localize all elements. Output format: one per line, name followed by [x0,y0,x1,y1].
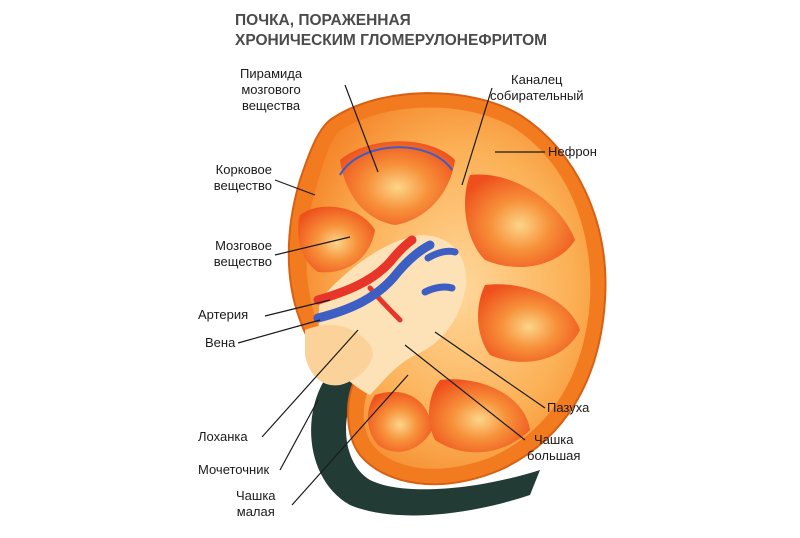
label-collecting-duct: Каналец собирательный [490,72,584,104]
vein-vessel [313,240,435,323]
label-minor-calyx-line1: Чашка [236,488,276,503]
leader-major-calyx [404,344,526,441]
leader-collecting-duct [461,87,493,186]
label-medulla: Мозговое вещество [196,238,272,270]
label-nephron: Нефрон [548,144,597,159]
diagram-title-line2: ХРОНИЧЕСКИМ ГЛОМЕРУЛОНЕФРИТОМ [235,32,548,49]
label-pelvis: Лоханка [198,429,248,444]
leader-vein [237,319,321,344]
leader-ureter [279,399,319,471]
leader-cortex [274,179,316,196]
leader-artery [264,299,331,317]
label-cortex-line2: вещество [213,178,272,193]
leader-pelvis [261,329,359,438]
pyramid-right-mid [478,284,580,362]
pyramid-lower [428,379,530,453]
leader-medulla [274,236,351,256]
label-cortex: Корковое вещество [196,162,272,194]
diagram-title-line1: ПОЧКА, ПОРАЖЕННАЯ [235,12,411,29]
label-medulla-line2: вещество [213,254,272,269]
label-collecting-duct-line2: собирательный [490,88,584,103]
label-artery: Артерия [198,307,249,322]
label-major-calyx-line2: большая [527,448,581,463]
label-cortex-line1: Корковое [215,162,272,177]
label-pyramid-line2: мозгового [241,82,301,97]
leader-pyramid [344,84,379,173]
artery-vessel [313,235,417,305]
label-minor-calyx: Чашка малая [236,488,276,520]
leader-lines [237,84,546,506]
label-collecting-duct-line1: Каналец [511,72,563,87]
pyramid-blue-outline [339,146,453,176]
label-major-calyx-line1: Чашка [533,432,574,447]
label-sinus: Пазуха [547,400,590,415]
vein-branch-2 [421,283,456,296]
ureter-shape [311,372,540,516]
label-medulla-line1: Мозговое [215,238,272,253]
leader-minor-calyx [291,374,409,506]
pyramid-upper-left [298,206,375,273]
pyramid-right-upper [465,174,575,268]
label-minor-calyx-line2: малая [236,504,275,519]
label-vein: Вена [205,335,236,350]
leader-sinus [434,331,546,409]
label-ureter: Мочеточник [198,462,270,477]
label-pyramid: Пирамида мозгового вещества [240,66,302,114]
pyramid-bottom [367,391,432,452]
label-pyramid-line3: вещества [241,98,301,113]
label-pyramid-line1: Пирамида [240,66,303,81]
label-major-calyx: Чашка большая [527,432,580,464]
vein-branch [424,247,459,262]
pyramid-top [340,141,455,225]
